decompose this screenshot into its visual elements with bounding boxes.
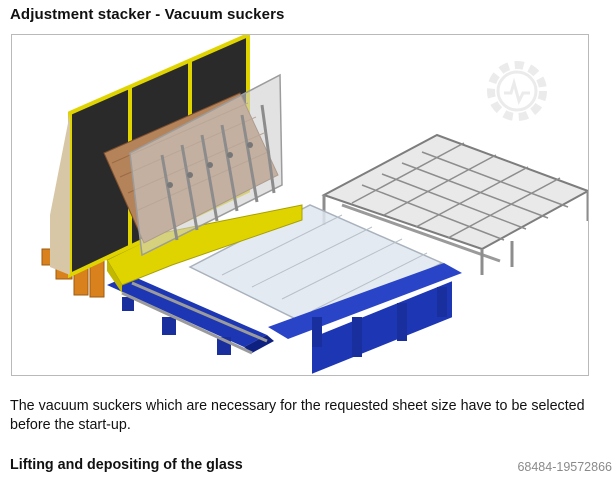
- instruction-paragraph: The vacuum suckers which are necessary f…: [10, 398, 585, 433]
- vacuum-sucker-arms: [129, 73, 283, 257]
- blue-base-frame: [107, 263, 462, 374]
- stacker-drawing: [41, 35, 588, 374]
- front-grey-frame: [121, 281, 268, 355]
- listing-reference: 68484-19572866: [517, 460, 612, 474]
- section-subheading: Lifting and depositing of the glass: [10, 457, 243, 473]
- right-conveyor-table: [321, 133, 588, 275]
- section-title: Adjustment stacker - Vacuum suckers: [10, 6, 285, 23]
- gear-wave-icon: [487, 61, 547, 121]
- machine-illustration: [11, 34, 589, 376]
